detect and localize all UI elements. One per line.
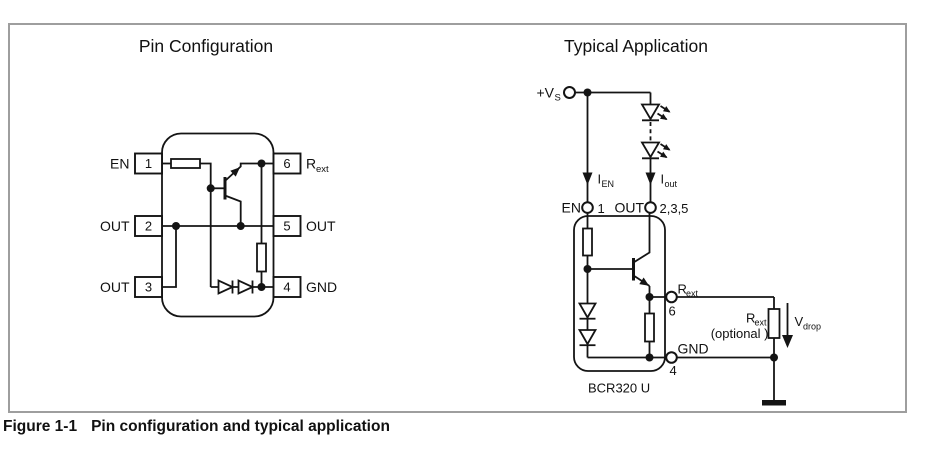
led-2 — [640, 141, 671, 160]
transistor-npn — [223, 162, 262, 226]
ext-resistor-note: (optional ) — [711, 326, 769, 341]
app-internal-circuit — [577, 213, 667, 362]
ext-resistor-label: R — [746, 311, 755, 326]
device-name-label: BCR320 U — [588, 381, 650, 396]
pin-label-out3: OUT — [100, 279, 130, 295]
junction-dots — [172, 159, 266, 291]
pin-label-gnd: GND — [306, 279, 337, 295]
pin-label-out2: OUT — [100, 218, 130, 234]
pin-number-3: 3 — [145, 280, 152, 295]
app-resistor-rext-internal — [644, 312, 655, 343]
rext-terminal-label: R — [678, 282, 687, 297]
emitter-wire — [224, 162, 262, 182]
resistor-en-internal — [170, 158, 201, 169]
pin-box-3: 3 — [134, 276, 163, 298]
pin-label-en: EN — [110, 156, 129, 172]
pin-number-4: 4 — [283, 280, 290, 295]
out-terminal-label: OUT — [614, 200, 644, 216]
app-emitter-arrow — [639, 277, 649, 286]
rext-terminal — [665, 290, 678, 304]
out-terminal-numbers: 2,3,5 — [660, 201, 689, 216]
pin-configuration-diagram: Pin Configuration 1 2 3 6 — [100, 36, 337, 318]
iout-label: I — [661, 172, 665, 187]
led-1 — [640, 103, 671, 122]
pin-label-rext: R — [306, 156, 316, 172]
typical-application-diagram: Typical Application +V S I EN EN 1 — [536, 36, 821, 406]
app-collector-wire — [633, 213, 651, 264]
pin-number-6: 6 — [283, 156, 290, 171]
bcr320u-package-outline — [573, 215, 666, 372]
pin-box-2: 2 — [134, 215, 163, 237]
figure-caption-label: Figure 1-1 — [3, 418, 78, 435]
pin-number-5: 5 — [283, 219, 290, 234]
supply-label: +V — [536, 85, 554, 101]
ien-label: I — [598, 172, 602, 187]
internal-circuit — [162, 158, 274, 295]
pin-box-1: 1 — [134, 152, 163, 175]
rext-terminal-label-sub: ext — [686, 289, 699, 299]
diode-1 — [217, 279, 235, 295]
typical-application-title: Typical Application — [564, 36, 708, 56]
vdrop-arrowhead — [782, 335, 793, 348]
pin-configuration-title: Pin Configuration — [139, 36, 273, 56]
en-terminal-number: 1 — [598, 201, 605, 216]
en-terminal — [581, 201, 594, 214]
supply-label-sub: S — [555, 93, 561, 104]
app-resistor-en — [582, 227, 593, 257]
gnd-terminal — [665, 351, 678, 364]
ien-label-sub: EN — [602, 179, 615, 189]
rext-terminal-number: 6 — [669, 304, 676, 319]
external-rext-network: R ext (optional ) V drop — [676, 296, 821, 406]
app-transistor-npn — [632, 213, 651, 297]
pin3-wire — [162, 226, 177, 288]
resistor-rext-external — [767, 308, 781, 339]
iout-label-sub: out — [665, 179, 678, 189]
pin-label-rext-sub: ext — [316, 164, 329, 175]
gnd-terminal-number: 4 — [670, 363, 677, 378]
emitter-arrow — [230, 167, 240, 177]
figure-caption-text: Pin configuration and typical applicatio… — [91, 418, 390, 435]
out-terminal — [644, 201, 657, 214]
supply-terminal — [563, 86, 576, 99]
gnd-terminal-label: GND — [678, 341, 709, 357]
diode-2 — [237, 279, 255, 295]
figure-caption: Figure 1-1 Pin configuration and typical … — [3, 418, 390, 436]
en-terminal-label: EN — [562, 200, 581, 216]
current-arrow-iout — [645, 172, 656, 185]
pin-label-out5: OUT — [306, 218, 336, 234]
resistor-rext-internal — [256, 242, 267, 273]
vdrop-label-sub: drop — [803, 322, 821, 332]
pin-box-5: 5 — [272, 215, 302, 237]
pin-box-6: 6 — [272, 152, 302, 175]
collector-wire — [224, 194, 242, 226]
pin-number-2: 2 — [145, 219, 152, 234]
current-arrow-ien — [582, 172, 593, 185]
vdrop-label: V — [795, 314, 804, 329]
pin-number-1: 1 — [145, 156, 152, 171]
pin-box-4: 4 — [272, 276, 302, 298]
ext-resistor-label-sub: ext — [755, 318, 768, 328]
